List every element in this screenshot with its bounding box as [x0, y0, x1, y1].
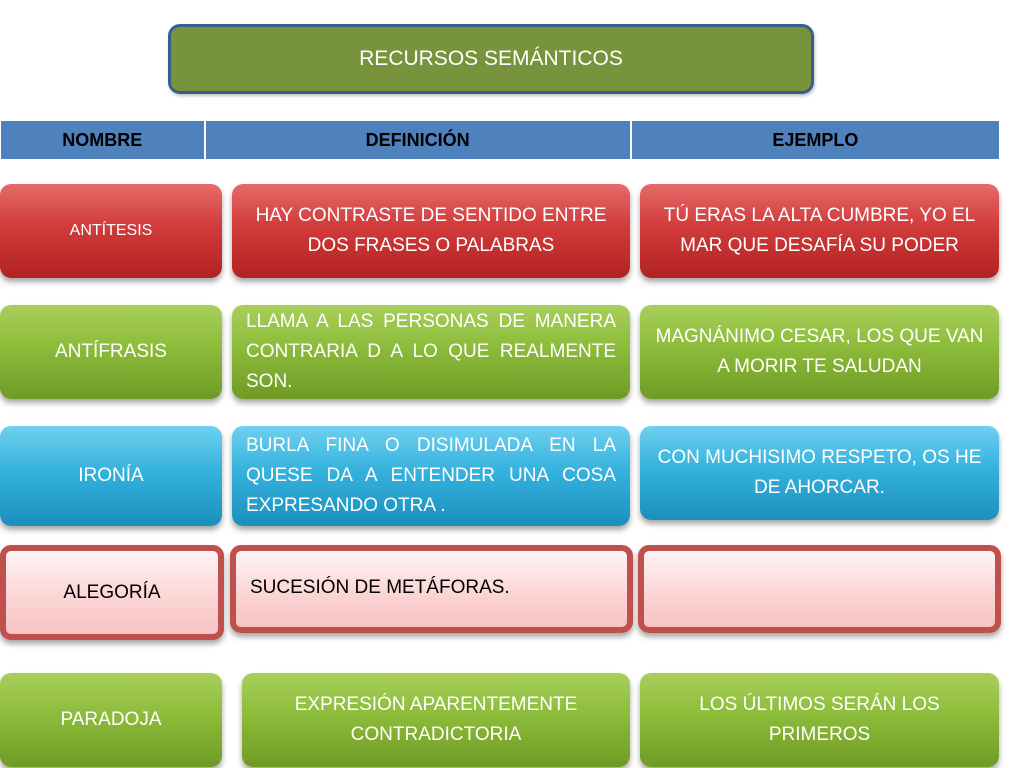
slide-title: RECURSOS SEMÁNTICOS [168, 24, 814, 94]
name-box-ironia: IRONÍA [0, 426, 222, 526]
example-box-paradoja: LOS ÚLTIMOS SERÁN LOS PRIMEROS [640, 673, 999, 767]
example-box-antitesis: TÚ ERAS LA ALTA CUMBRE, YO EL MAR QUE DE… [640, 184, 999, 278]
header-ejemplo: EJEMPLO [772, 129, 859, 150]
example-box-alegoria [638, 545, 1001, 633]
name-box-paradoja: PARADOJA [0, 673, 222, 767]
slide-title-text: RECURSOS SEMÁNTICOS [359, 47, 623, 70]
name-box-alegoria: ALEGORÍA [0, 545, 224, 640]
definition-box-antifrasis: LLAMA A LAS PERSONAS DE MANERA CONTRARIA… [232, 305, 630, 399]
header-nombre: NOMBRE [1, 121, 206, 159]
definition-box-antitesis: HAY CONTRASTE DE SENTIDO ENTRE DOS FRASE… [232, 184, 630, 278]
header-definicion: DEFINICIÓN [206, 121, 632, 159]
name-box-antitesis: ANTÍTESIS [0, 184, 222, 278]
definition-box-paradoja: EXPRESIÓN APARENTEMENTE CONTRADICTORIA [242, 673, 630, 767]
definition-box-ironia: BURLA FINA O DISIMULADA EN LA QUESE DA A… [232, 426, 630, 526]
example-box-ironia: CON MUCHISIMO RESPETO, OS HE DE AHORCAR. [640, 426, 999, 520]
name-box-antifrasis: ANTÍFRASIS [0, 305, 222, 399]
table-header: NOMBRE DEFINICIÓN EJEMPLO [0, 120, 1000, 160]
definition-box-alegoria: SUCESIÓN DE METÁFORAS. [230, 545, 633, 633]
example-box-antifrasis: MAGNÁNIMO CESAR, LOS QUE VAN A MORIR TE … [640, 305, 999, 399]
